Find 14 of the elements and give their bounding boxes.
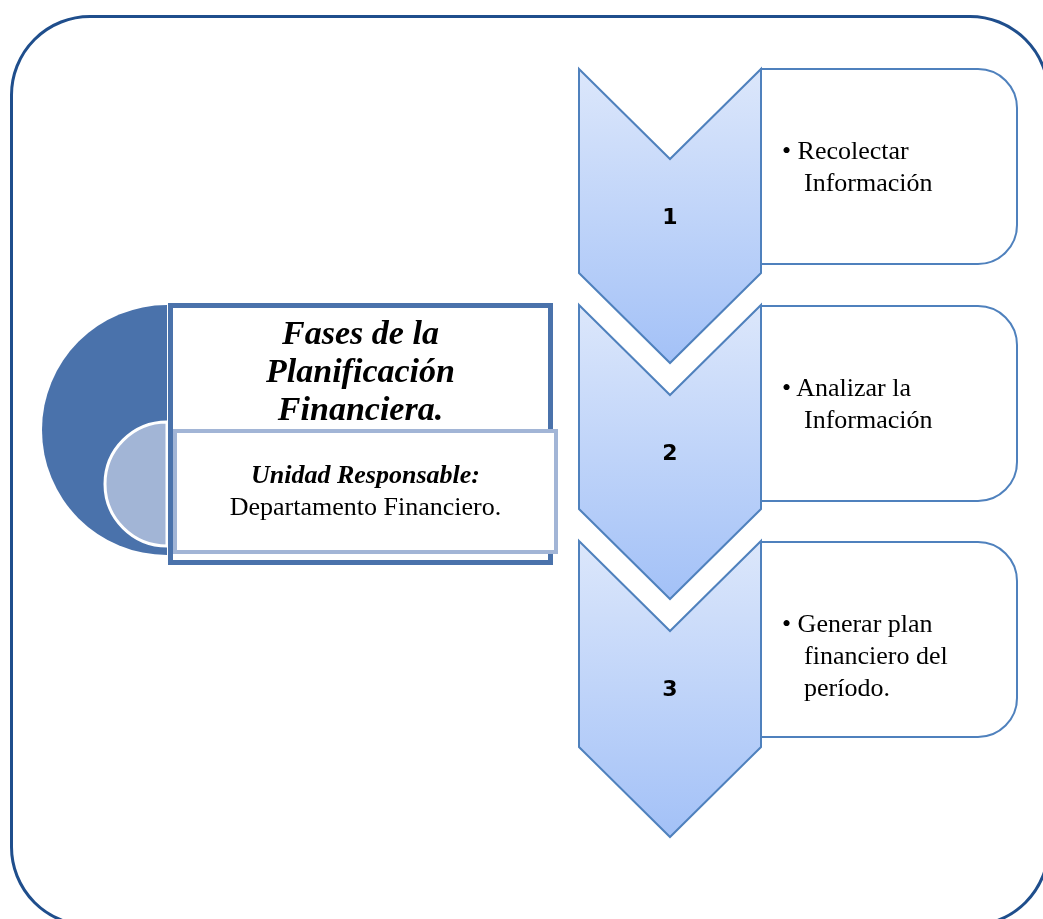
rounded-frame [10,15,1043,919]
bullet-text: • Recolectar Información [782,135,934,199]
heading-text: Unidad Responsable: [250,459,481,491]
bullet-text: • Analizar la Información [782,372,934,436]
body-text: Departamento Financiero. [228,491,503,523]
step-box [760,305,1018,502]
info-box [173,429,558,554]
title-text: Fases de la Planificación Financiera. [265,314,456,428]
step-number: 2 [661,439,679,467]
step-box [760,68,1018,265]
step-number: 3 [661,675,679,703]
step-box [760,541,1018,738]
bullet-text: • Generar plan financiero del período. [782,608,949,704]
step-number: 1 [661,203,679,231]
